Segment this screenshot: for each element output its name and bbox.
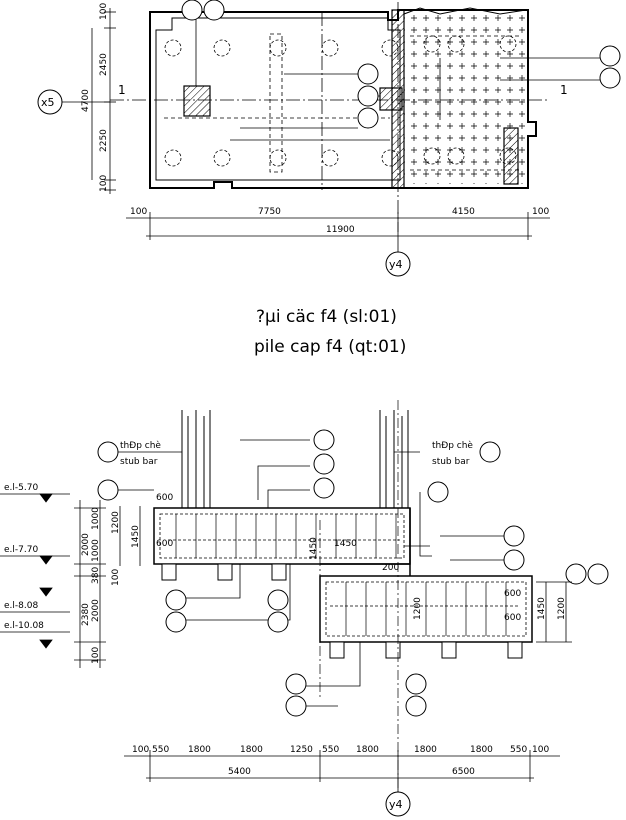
- section-dim-left-1: 2000: [81, 533, 91, 556]
- plan-dim-left-5: 100: [99, 175, 109, 192]
- section-left-block: [153, 507, 411, 565]
- section-dim-total-left: 5400: [228, 767, 251, 777]
- section-dim-inner-3: 1450: [334, 539, 357, 549]
- axis-bubble-y4-plan: [385, 251, 411, 277]
- section-dim-inner-7: 600: [504, 589, 521, 599]
- section-dim-bottom-11: 100: [532, 745, 549, 755]
- section-dim-bottom-9: 1800: [470, 745, 493, 755]
- plan-dim-left-4: 2250: [99, 129, 109, 152]
- pile-cap-inner-outline: [155, 17, 401, 181]
- section-dim-inner-5: 1200: [413, 597, 423, 620]
- section-dim-inner-8: 600: [504, 613, 521, 623]
- section-mark-left: 1: [118, 83, 126, 97]
- section-dim-inner-4: 200: [382, 563, 399, 573]
- section-dim-left-9: 1200: [111, 511, 121, 534]
- section-dim-inner-1: 600: [156, 493, 173, 503]
- axis-label-y4-section: y4: [389, 798, 403, 811]
- plan-dim-bottom-3: 4150: [452, 207, 475, 217]
- section-dim-inner-6: 1450: [309, 537, 319, 560]
- axis-label-y4-plan: y4: [389, 258, 403, 271]
- wall-hatch-right: [503, 127, 519, 185]
- elevation-label-3: e.l-8.08: [4, 601, 38, 611]
- plan-dim-total: 11900: [326, 225, 355, 235]
- section-dim-bottom-3: 1800: [188, 745, 211, 755]
- section-dim-left-4: 380: [91, 567, 101, 584]
- pile-cap-section: thÐp chè stub bar thÐp chè stub bar e.l-…: [0, 400, 609, 817]
- section-dim-inner-2: 600: [156, 539, 173, 549]
- section-dim-bottom-7: 1800: [356, 745, 379, 755]
- column-hatch-center: [379, 87, 403, 111]
- column-hatch-left: [183, 85, 211, 117]
- section-dim-left-8: 100: [91, 647, 101, 664]
- section-dim-left-2: 1000: [91, 507, 101, 530]
- axis-label-x5: x5: [41, 96, 55, 109]
- stub-bar-label-vn-left: thÐp chè: [120, 440, 161, 451]
- elevation-label-4: e.l-10.08: [4, 621, 44, 631]
- section-dim-left-3: 1000: [91, 539, 101, 562]
- section-dim-left-6: 2380: [81, 603, 91, 626]
- section-dim-bottom-4: 1800: [240, 745, 263, 755]
- plan-dim-left-1: 100: [99, 3, 109, 20]
- plan-dim-left-3: 4700: [81, 89, 91, 112]
- section-dim-right-1: 1450: [537, 597, 547, 620]
- section-dim-bottom-2: 550: [152, 745, 169, 755]
- section-dim-left-10: 1450: [131, 525, 141, 548]
- elevation-label-1: e.l-5.70: [4, 483, 38, 493]
- section-right-block: [319, 575, 533, 643]
- axis-bubble-y4-section: [385, 791, 411, 817]
- section-mark-right: 1: [560, 83, 568, 97]
- drawing-title-en: pile cap f4 (qt:01): [254, 337, 406, 357]
- section-dim-total-right: 6500: [452, 767, 475, 777]
- plan-dim-left-2: 2450: [99, 53, 109, 76]
- pile-circles: [164, 35, 517, 167]
- stub-bar-label-vn-right: thÐp chè: [432, 440, 473, 451]
- section-dim-left-5: 100: [111, 569, 121, 586]
- plan-dim-bottom-2: 7750: [258, 207, 281, 217]
- section-dim-bottom-5: 1250: [290, 745, 313, 755]
- section-dim-bottom-10: 550: [510, 745, 527, 755]
- stub-bar-label-en-right: stub bar: [432, 457, 470, 467]
- section-dim-bottom-1: 100: [132, 745, 149, 755]
- section-dim-bottom-8: 1800: [414, 745, 437, 755]
- section-dim-bottom-6: 550: [322, 745, 339, 755]
- plan-dim-bottom-1: 100: [130, 207, 147, 217]
- drawing-title-vn: ?µi cäc f4 (sl:01): [256, 307, 397, 327]
- plan-dim-bottom-4: 100: [532, 207, 549, 217]
- elevation-label-2: e.l-7.70: [4, 545, 38, 555]
- section-dim-left-7: 2000: [91, 599, 101, 622]
- stub-bar-label-en-left: stub bar: [120, 457, 158, 467]
- section-dim-right-2: 1200: [557, 597, 567, 620]
- pile-cap-plan: 1 1 x5 100 2450: [37, 0, 621, 277]
